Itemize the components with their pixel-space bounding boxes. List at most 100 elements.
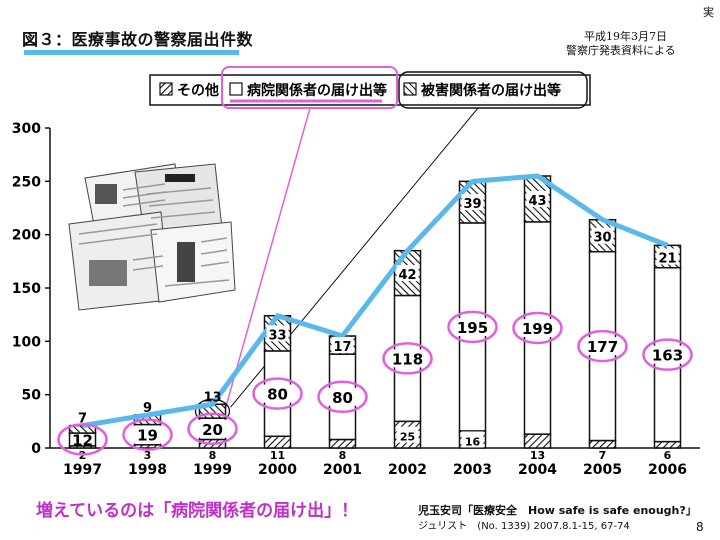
highlight-ring (317, 380, 368, 414)
total-trend-line (82, 173, 669, 429)
bar-value-label: 19 (137, 427, 158, 445)
bar-value-label: 3 (144, 449, 152, 462)
x-tick-label: 2000 (258, 462, 297, 478)
value-labels: 2127319982013118033880172511842161953913… (57, 190, 693, 462)
legend-label: 被害関係者の届け出等 (421, 82, 561, 99)
bar-value-label: 8 (209, 449, 217, 462)
legend-callout-box (398, 71, 588, 109)
x-tick-label: 1998 (128, 462, 167, 478)
total-line-group (82, 173, 669, 429)
bar-value-label: 33 (268, 328, 286, 343)
bar-value-label: 9 (143, 401, 152, 416)
legend: その他 病院関係者の届け出等 被害関係者の届け出等 (149, 66, 591, 424)
bar-segment (263, 435, 292, 449)
x-tick-label: 2004 (518, 462, 557, 478)
bar-value-label: 118 (392, 350, 423, 368)
source-note: 警察庁発表資料による (566, 44, 676, 57)
newspaper-clippings-image (68, 163, 236, 311)
highlight-ring (512, 311, 563, 345)
reference-journal: ジュリスト (No. 1339) 2007.8.1-15, 67-74 (418, 521, 630, 532)
highlight-ring (122, 418, 173, 451)
label-backdrop (132, 425, 163, 444)
bar-value-label: 20 (202, 421, 223, 439)
highlight-ring (187, 412, 238, 446)
label-backdrop (396, 426, 419, 443)
highlight-ring (642, 338, 693, 371)
x-tick-label: 2001 (323, 462, 362, 478)
title-underline (24, 50, 239, 55)
x-tick-label: 2006 (648, 462, 687, 478)
y-tick-label: 150 (12, 281, 41, 297)
bar-value-label: 39 (463, 197, 481, 212)
label-backdrop (587, 337, 618, 356)
bar-value-label: 80 (267, 386, 288, 404)
bar-segment (328, 438, 357, 449)
label-backdrop (396, 265, 419, 282)
bar-value-label: 13 (530, 449, 545, 462)
bar-value-label: 43 (528, 194, 546, 209)
bar-value-label: 30 (593, 231, 611, 246)
label-backdrop (392, 349, 423, 368)
bar-value-label: 16 (465, 435, 481, 448)
bar-value-label: 199 (522, 320, 553, 338)
bar-value-label: 195 (457, 319, 488, 337)
page-number: 8 (696, 520, 704, 534)
bar-value-label: 6 (664, 449, 672, 462)
legend-label: 病院関係者の届け出等 (247, 82, 387, 99)
label-backdrop (197, 419, 228, 438)
x-tick-label: 1999 (193, 462, 232, 478)
y-tick-label: 50 (22, 388, 42, 404)
y-tick-label: 0 (31, 441, 41, 457)
legend-box (149, 74, 591, 106)
bar-value-label: 7 (599, 449, 607, 462)
legend-swatch (403, 82, 417, 96)
label-backdrop (652, 345, 683, 364)
legend-swatch (229, 82, 243, 96)
y-tick-label: 200 (12, 228, 41, 244)
x-tick-label: 2003 (453, 462, 492, 478)
label-backdrop (457, 317, 488, 336)
legend-label: その他 (177, 82, 219, 99)
highlight-ring (382, 342, 433, 375)
label-backdrop (262, 384, 293, 403)
label-backdrop (656, 248, 679, 265)
label-backdrop (331, 337, 354, 354)
footer-note: 増えているのは「病院関係者の届け出」！ (36, 501, 359, 521)
bar-value-label: 12 (72, 431, 93, 449)
y-tick-label: 300 (12, 121, 41, 137)
bar-value-label: 11 (270, 449, 285, 462)
highlight-ring (447, 310, 498, 344)
x-tick-label: 2002 (388, 462, 427, 478)
y-axis: 0 50 100 150 200 250 300 (12, 121, 51, 457)
chart-title: 図３：医療事故の警察届出件数 (22, 30, 254, 49)
highlight-ring (577, 329, 628, 363)
y-tick-label: 250 (12, 174, 41, 190)
label-backdrop (461, 431, 484, 448)
corner-mark: 実 (703, 6, 714, 19)
label-backdrop (461, 194, 484, 211)
bar-segment (653, 440, 682, 449)
highlight-ring (252, 377, 303, 410)
label-backdrop (327, 387, 358, 406)
legend-swatch (159, 82, 173, 96)
bar-value-label: 21 (658, 252, 676, 267)
x-tick-label: 1997 (63, 462, 102, 478)
label-backdrop (522, 319, 553, 337)
bar-segment (523, 433, 552, 449)
bar-value-label: 177 (587, 338, 618, 356)
source-date: 平成19年3月7日 (584, 30, 667, 43)
bar-value-label: 25 (400, 431, 415, 444)
label-backdrop (526, 190, 549, 207)
bar-value-label: 17 (333, 340, 351, 355)
bar-value-label: 13 (203, 390, 221, 405)
bar-segment (588, 439, 617, 449)
bar-value-label: 42 (398, 268, 416, 283)
bar-value-label: 8 (339, 449, 347, 462)
bar-value-label: 163 (652, 347, 683, 365)
y-tick-label: 100 (12, 334, 41, 350)
reference-citation: 児玉安司「医療安全 How safe is safe enough?」 (418, 504, 697, 517)
bar-value-label: 80 (332, 389, 353, 407)
label-backdrop (266, 325, 289, 342)
bar-value-label: 7 (78, 412, 87, 427)
